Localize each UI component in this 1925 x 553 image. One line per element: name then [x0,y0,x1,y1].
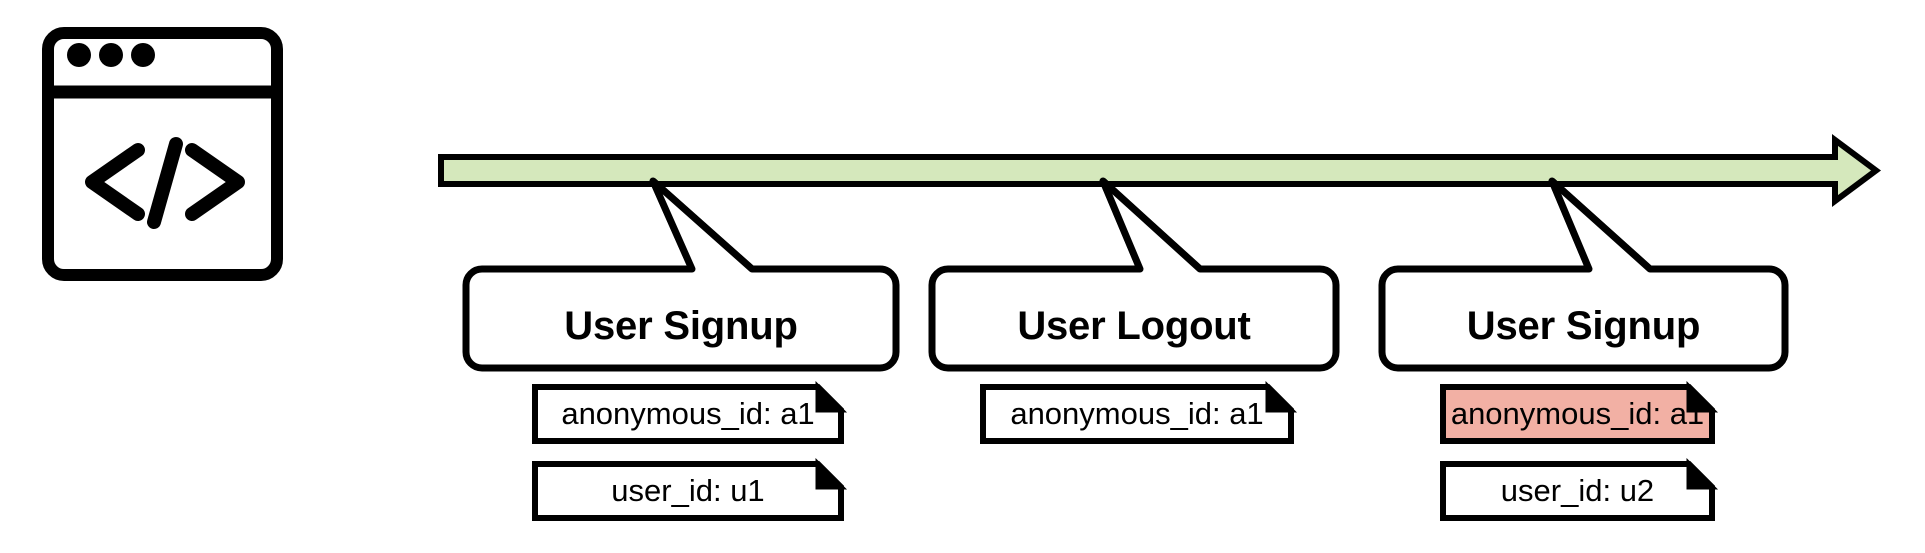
timeline-arrow-shape [438,134,1882,207]
note-1-2-fold-icon [815,457,848,490]
window-dot-3-icon [131,43,155,67]
note-1-2 [532,457,848,521]
note-3-2-shape [1440,461,1715,521]
note-2-1-fold-icon [1265,380,1298,413]
code-angle-left-icon [85,143,145,221]
note-2-1 [980,380,1298,444]
note-3-2 [1440,457,1719,521]
window-dot-2-icon [99,43,123,67]
note-3-1 [1440,380,1719,444]
event-box-3[interactable] [1378,177,1789,372]
event-box-2[interactable] [928,177,1340,372]
event-box-3-shape[interactable] [1378,177,1789,372]
timeline-arrow [438,134,1882,207]
note-1-1-shape [532,384,844,444]
code-angle-right-icon [185,143,245,221]
note-3-1-shape [1440,384,1715,444]
code-window-frame [42,27,283,281]
note-1-2-shape [532,461,844,521]
note-2-1-shape [980,384,1294,444]
code-window-icon [42,27,283,281]
note-1-1 [532,380,848,444]
code-slash-icon [147,137,183,229]
event-box-1[interactable] [462,177,900,372]
window-dot-1-icon [67,43,91,67]
note-3-2-fold-icon [1686,457,1719,490]
note-3-1-fold-icon [1686,380,1719,413]
event-box-2-shape[interactable] [928,177,1340,372]
note-1-1-fold-icon [815,380,848,413]
event-box-1-shape[interactable] [462,177,900,372]
